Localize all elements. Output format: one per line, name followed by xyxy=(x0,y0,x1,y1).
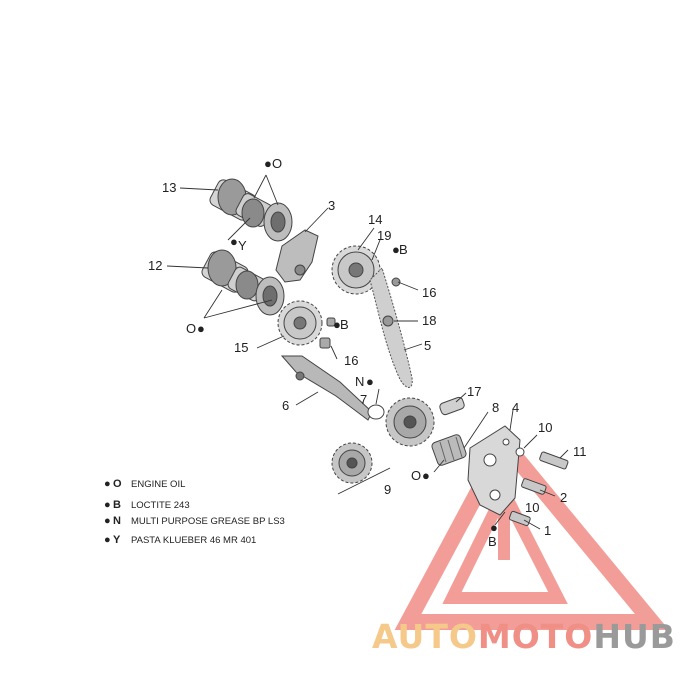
callout-2: 2 xyxy=(560,490,567,505)
callout-3: 3 xyxy=(328,198,335,213)
sprocket-15 xyxy=(277,300,323,346)
svg-text:●: ● xyxy=(422,468,430,483)
mark-o-top: O xyxy=(272,156,282,171)
callout-7: 7 xyxy=(360,392,367,407)
lubricant-legend: ● O ENGINE OIL ● B LOCTITE 243 ● N MULTI… xyxy=(104,478,285,546)
callout-18: 18 xyxy=(422,313,436,328)
svg-text:AUTOMOTOHUB: AUTOMOTOHUB xyxy=(372,617,676,656)
mark-b-mid: B xyxy=(340,317,349,332)
callout-10-lower: 10 xyxy=(525,500,539,515)
gear-9-large xyxy=(385,397,435,447)
legend-row-grease: ● N MULTI PURPOSE GREASE BP LS3 xyxy=(104,515,285,527)
tensioner-blade-6 xyxy=(280,355,373,421)
svg-text:●: ● xyxy=(264,156,272,171)
legend-code: N xyxy=(113,515,121,527)
legend-code: B xyxy=(113,499,121,511)
legend-row-paste: ● Y PASTA KLUEBER 46 MR 401 xyxy=(104,534,256,546)
legend-label: LOCTITE 243 xyxy=(131,500,190,511)
svg-text:●: ● xyxy=(333,317,341,332)
legend-code: Y xyxy=(113,534,121,546)
legend-label: MULTI PURPOSE GREASE BP LS3 xyxy=(131,516,285,527)
mark-y: Y xyxy=(238,238,247,253)
watermark-triangle xyxy=(394,428,669,630)
watermark-moto: MOTO xyxy=(478,617,593,656)
callout-1: 1 xyxy=(544,523,551,538)
legend-code: O xyxy=(113,478,122,490)
svg-text:●: ● xyxy=(392,242,400,257)
svg-text:●: ● xyxy=(104,534,111,546)
cover-plate-4 xyxy=(467,425,521,516)
callout-5: 5 xyxy=(424,338,431,353)
camshaft-lower xyxy=(201,249,285,316)
svg-text:●: ● xyxy=(197,321,205,336)
legend-row-loctite: ● B LOCTITE 243 xyxy=(104,499,190,511)
small-parts xyxy=(319,277,465,420)
mark-n: N xyxy=(355,374,364,389)
callout-10-upper: 10 xyxy=(538,420,552,435)
callout-14: 14 xyxy=(368,212,382,227)
watermark-hub: HUB xyxy=(593,617,676,656)
legend-label: PASTA KLUEBER 46 MR 401 xyxy=(131,535,256,546)
callout-15: 15 xyxy=(234,340,248,355)
callout-16-upper: 16 xyxy=(422,285,436,300)
callout-19: 19 xyxy=(377,228,391,243)
callout-9: 9 xyxy=(384,482,391,497)
svg-text:●: ● xyxy=(104,478,111,490)
callout-8: 8 xyxy=(492,400,499,415)
lubricant-marks: ● O ● Y ● B O ● ● B N ● O ● ● B xyxy=(186,156,498,549)
callout-12: 12 xyxy=(148,258,162,273)
legend-row-engine-oil: ● O ENGINE OIL xyxy=(104,478,185,490)
mark-b-low: B xyxy=(488,534,497,549)
timing-chain-5 xyxy=(369,267,413,388)
callout-17: 17 xyxy=(467,384,481,399)
needle-bearing-8 xyxy=(431,434,467,466)
gear-9-small xyxy=(331,442,373,484)
callout-labels: 13 12 3 14 19 16 18 5 15 16 6 7 17 8 4 1… xyxy=(148,180,587,538)
callout-13: 13 xyxy=(162,180,176,195)
svg-text:●: ● xyxy=(366,374,374,389)
legend-label: ENGINE OIL xyxy=(131,479,185,490)
svg-text:●: ● xyxy=(490,520,498,535)
callout-6: 6 xyxy=(282,398,289,413)
chain-guide-3 xyxy=(275,229,319,283)
svg-text:●: ● xyxy=(230,234,238,249)
watermark-logo: AUTOMOTOHUB xyxy=(372,617,676,656)
callout-4: 4 xyxy=(512,400,519,415)
watermark-auto: AUTO xyxy=(372,617,478,656)
callout-16-lower: 16 xyxy=(344,353,358,368)
svg-text:●: ● xyxy=(104,499,111,511)
callout-11: 11 xyxy=(573,444,587,459)
sprocket-14 xyxy=(331,245,381,295)
mark-o-mid: O xyxy=(186,321,196,336)
leader-lines xyxy=(166,174,569,530)
mark-o-low: O xyxy=(411,468,421,483)
svg-text:●: ● xyxy=(104,515,111,527)
mark-b-upper: B xyxy=(399,242,408,257)
camshaft-upper xyxy=(209,178,293,242)
